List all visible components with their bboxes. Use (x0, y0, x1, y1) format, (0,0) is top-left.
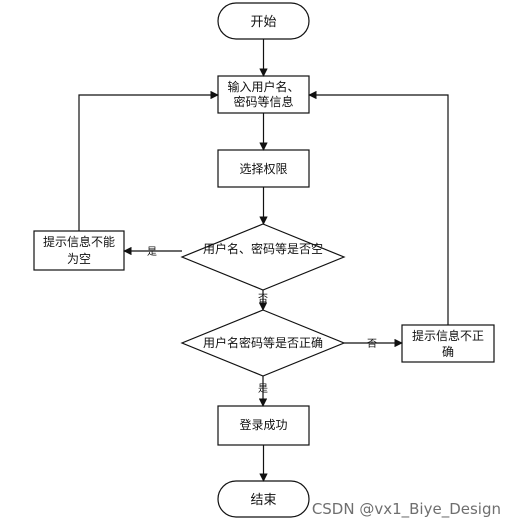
msg-wrong-line1: 提示信息不正 (412, 328, 484, 343)
msg-empty-node: 提示信息不能 为空 (33, 230, 125, 271)
start-node: 开始 (217, 2, 310, 40)
msg-wrong-line2: 确 (442, 345, 454, 359)
check-correct-node: 用户名密码等是否正确 (180, 309, 346, 377)
edge-label-empty-yes: 是 (147, 246, 157, 258)
end-node: 结束 (217, 480, 310, 518)
edge-msg-empty-back (78, 90, 219, 231)
edge-label-correct-no: 否 (367, 338, 377, 350)
start-label: 开始 (250, 15, 276, 30)
permission-label: 选择权限 (239, 162, 287, 176)
input-node: 输入用户名、 密码等信息 (217, 75, 310, 114)
msg-wrong-node: 提示信息不正 确 (401, 324, 495, 363)
check-empty-node: 用户名、密码等是否空 (180, 223, 346, 291)
check-correct-label: 用户名密码等是否正确 (203, 335, 323, 350)
check-empty-label: 用户名、密码等是否空 (203, 241, 323, 256)
edge-label-correct-yes: 是 (258, 383, 268, 395)
permission-node: 选择权限 (217, 149, 310, 188)
edge-msg-wrong-back (308, 90, 449, 325)
success-label: 登录成功 (239, 417, 287, 432)
msg-empty-line1: 提示信息不能 (43, 234, 115, 249)
edge-label-empty-no: 否 (258, 293, 268, 305)
success-node: 登录成功 (217, 405, 310, 446)
end-label: 结束 (250, 493, 276, 508)
msg-empty-line2: 为空 (67, 252, 91, 266)
watermark: CSDN @vx1_Biye_Design (311, 500, 501, 518)
input-label-line1: 输入用户名、 (227, 79, 299, 94)
input-label-line2: 密码等信息 (233, 94, 293, 109)
